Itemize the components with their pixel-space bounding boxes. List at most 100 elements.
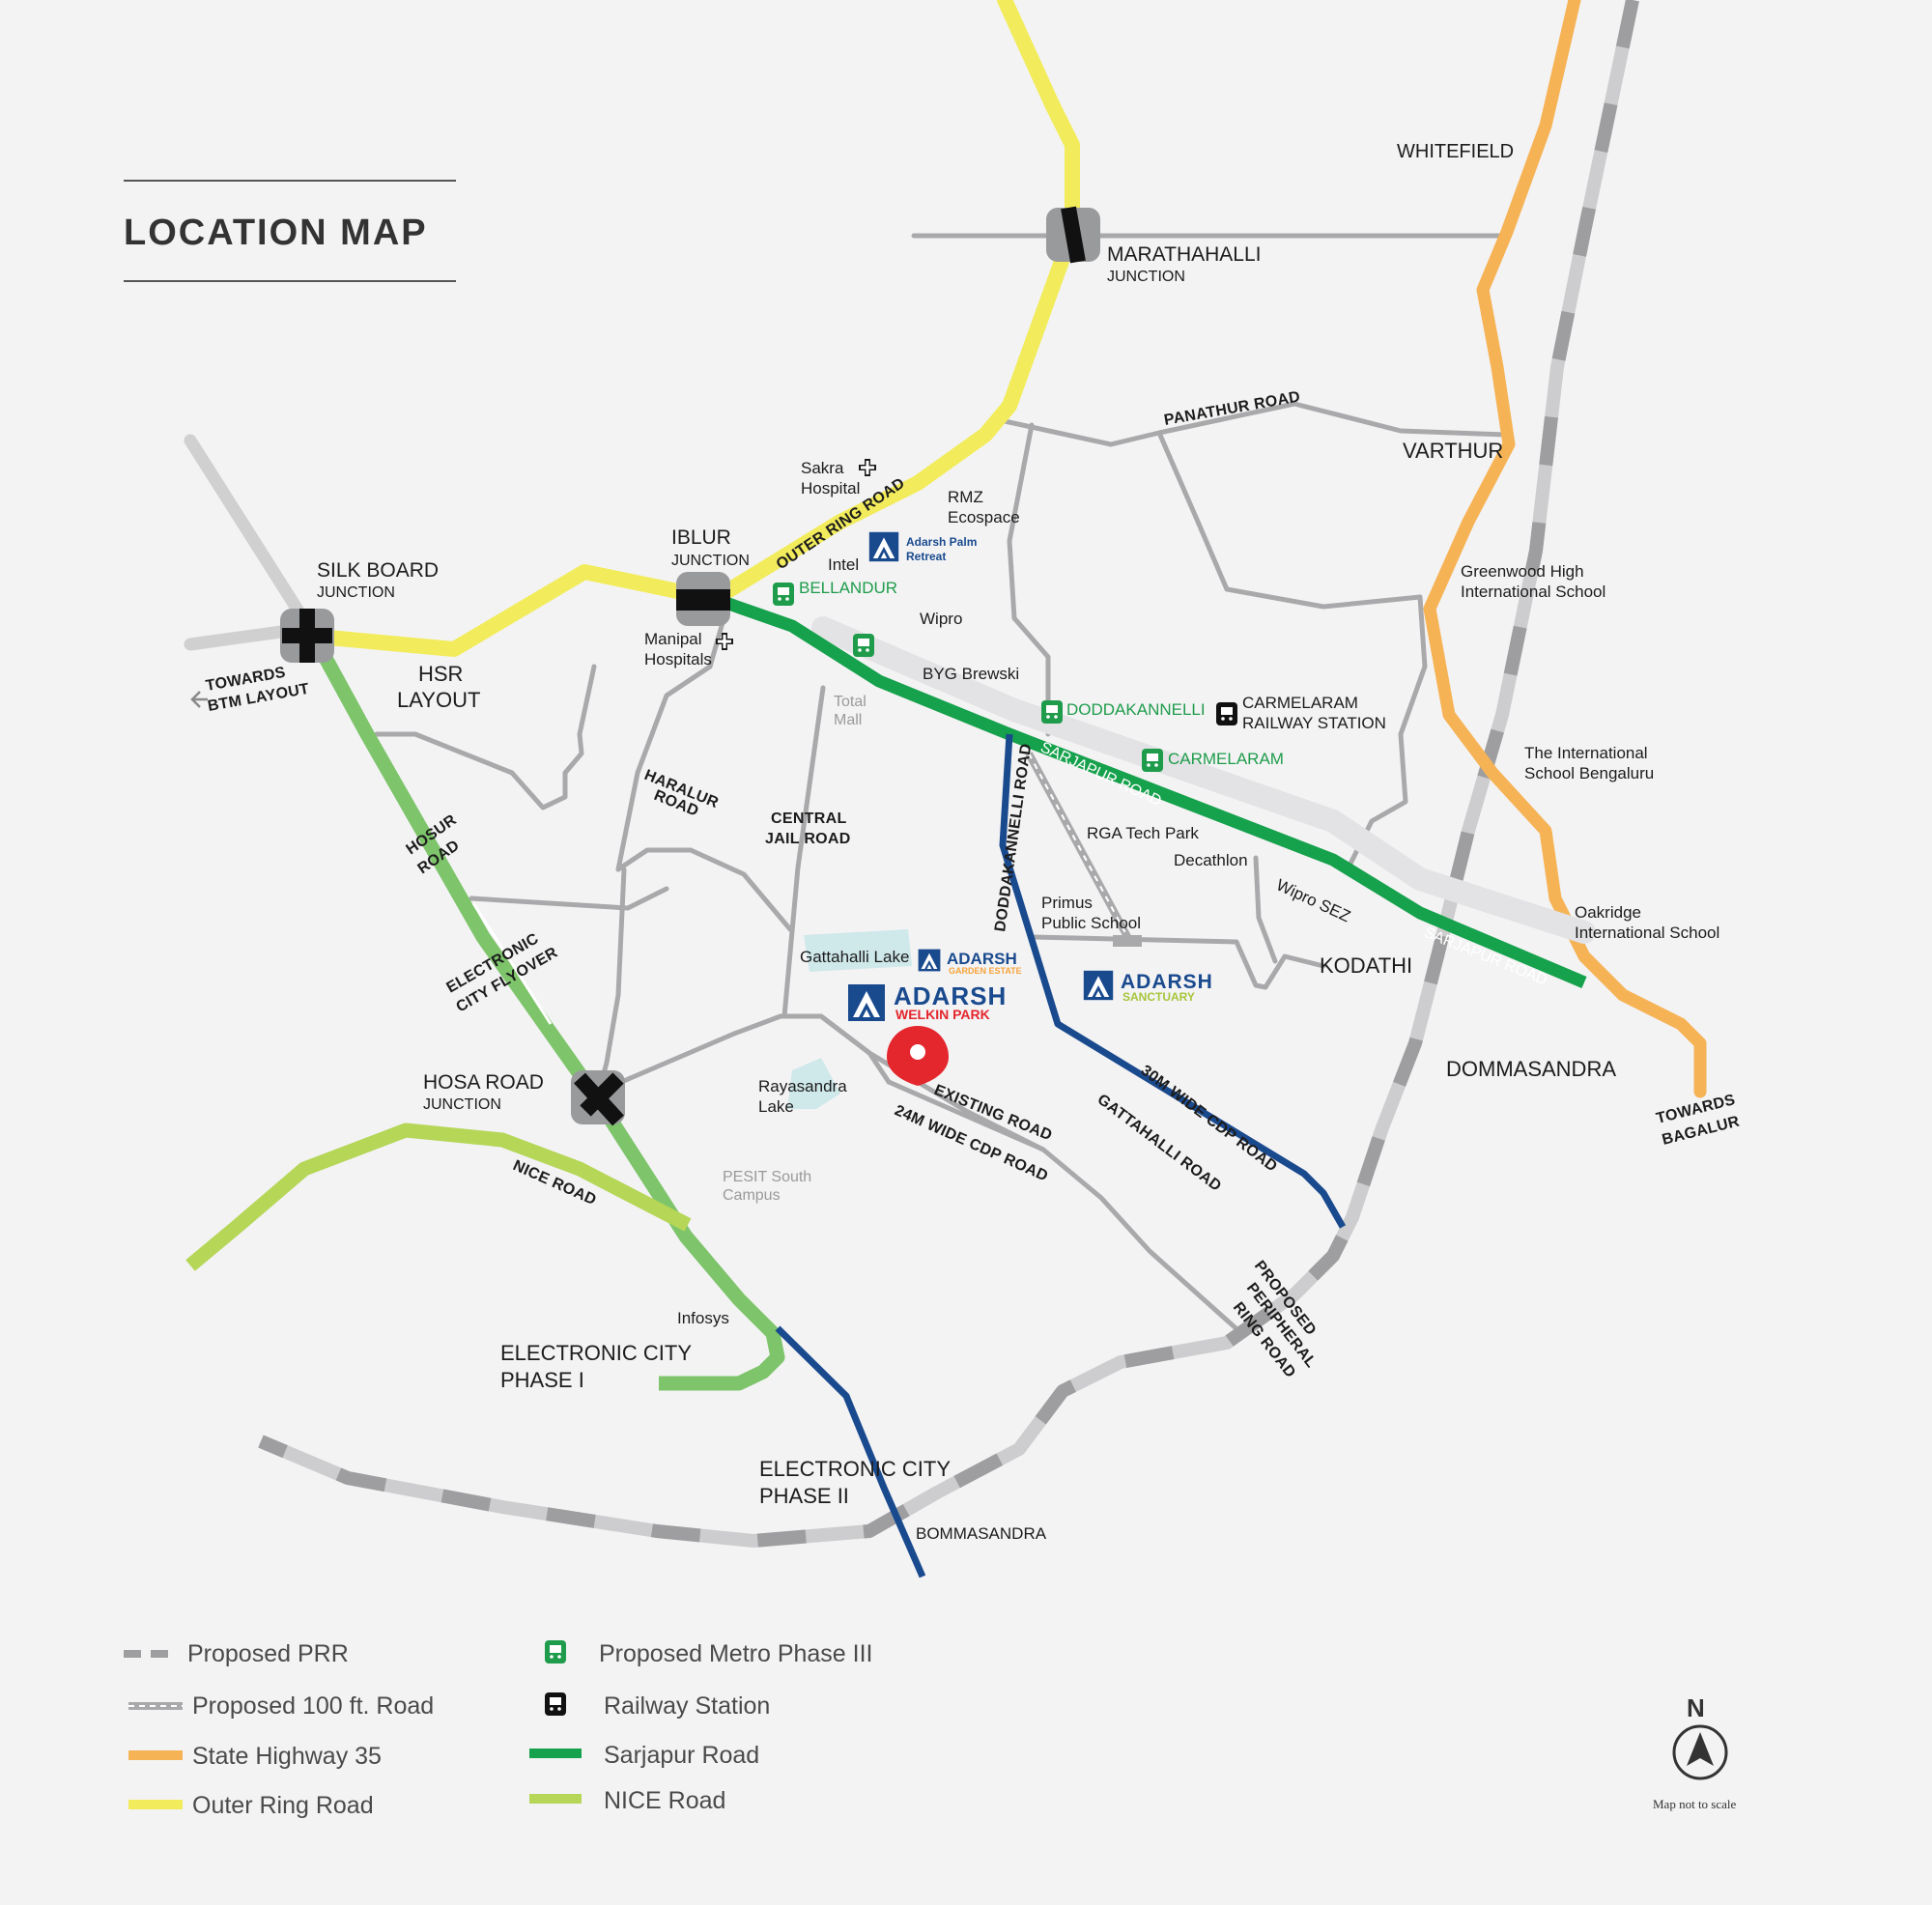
junction-silk-board: SILK BOARD — [317, 559, 439, 582]
landmark-wipro: Wipro — [920, 610, 962, 628]
proposed-prr — [258, 0, 1639, 1548]
adarsh-welkin-park-logo-icon — [848, 984, 885, 1021]
sanctuary-sub: SANCTUARY — [1122, 990, 1195, 1004]
adarsh-garden-estate-logo-icon — [918, 949, 941, 972]
legend-item-prr: Proposed PRR — [124, 1640, 349, 1667]
landmark-wipro-sez: Wipro SEZ — [1273, 875, 1353, 925]
area-ec2-1: ELECTRONIC CITY — [759, 1457, 951, 1481]
landmark-greenwood-2: International School — [1461, 583, 1605, 601]
area-kodathi: KODATHI — [1320, 953, 1412, 978]
hosur-road — [302, 624, 785, 1391]
junction-silk-board-sub: JUNCTION — [317, 584, 395, 601]
carmelaram-metro-icon — [1142, 749, 1163, 772]
ec-flyover — [471, 902, 553, 1025]
legend-label-nice: NICE Road — [604, 1787, 725, 1814]
landmark-manipal-1: Manipal — [644, 630, 702, 648]
location-pin-icon — [887, 1026, 949, 1086]
legend-label-orr: Outer Ring Road — [192, 1792, 374, 1819]
compass-note: Map not to scale — [1653, 1797, 1737, 1811]
metro-bellandur: BELLANDUR — [799, 579, 897, 597]
landmark-intl-school-1: The International — [1524, 744, 1648, 762]
silk-board-junction-marker — [280, 609, 334, 663]
junction-marathahalli-sub: JUNCTION — [1107, 269, 1185, 285]
area-bommasandra: BOMMASANDRA — [916, 1524, 1047, 1543]
landmark-oakridge-2: International School — [1575, 924, 1719, 942]
area-hsr-1: HSR — [418, 662, 463, 686]
legend-label-prr: Proposed PRR — [187, 1640, 349, 1667]
area-dommasandra: DOMMASANDRA — [1446, 1057, 1616, 1081]
legend-label-sh35: State Highway 35 — [192, 1743, 382, 1770]
metro-doddakannelli: DODDAKANNELLI — [1066, 700, 1206, 719]
landmark-total-2: Mall — [834, 712, 862, 728]
iblur-junction-marker — [676, 572, 730, 626]
rayasandra-lake — [787, 1058, 840, 1109]
junction-marathahalli: MARATHAHALLI — [1107, 243, 1261, 266]
legend-railway-icon — [545, 1692, 566, 1716]
metro-carmelaram: CARMELARAM — [1168, 750, 1284, 768]
landmark-pesit-1: PESIT South — [723, 1169, 811, 1185]
gattahalli-lake — [804, 929, 912, 972]
landmark-oakridge-1: Oakridge — [1575, 903, 1641, 922]
sanctuary-brand: ADARSH — [1121, 971, 1213, 993]
road-central-jail-1: CENTRAL — [771, 810, 847, 827]
carmelaram-railway-icon — [1216, 702, 1237, 725]
junction-hosa-road: HOSA ROAD — [423, 1071, 544, 1094]
proposed-100ft-road — [1025, 752, 1142, 947]
legend-item-100ft: Proposed 100 ft. Road — [128, 1692, 434, 1720]
nice-road — [185, 1123, 692, 1271]
legend-label-railway: Railway Station — [604, 1692, 770, 1720]
landmark-rmz-2: Ecospace — [948, 508, 1020, 526]
palm-retreat-2: Retreat — [906, 550, 946, 563]
landmark-intl-school-2: School Bengaluru — [1524, 764, 1654, 782]
landmark-infosys: Infosys — [677, 1309, 729, 1327]
legend-item-nice: NICE Road — [529, 1787, 725, 1814]
adarsh-palm-retreat: Adarsh Palm Retreat — [868, 531, 977, 563]
legend-item-metro: Proposed Metro Phase III — [545, 1640, 872, 1667]
junction-iblur-sub: JUNCTION — [671, 553, 750, 569]
minor-roads — [374, 233, 1510, 1336]
landmark-decathlon: Decathlon — [1174, 851, 1248, 869]
junction-iblur: IBLUR — [671, 526, 731, 549]
compass-ring — [1672, 1724, 1728, 1780]
adarsh-palm-retreat-logo-icon — [868, 531, 899, 562]
legend-metro-icon — [545, 1640, 566, 1663]
adarsh-welkin-park: ADARSH WELKIN PARK — [848, 981, 1006, 1022]
bellandur-metro-icon — [773, 583, 794, 606]
area-ec2-2: PHASE II — [759, 1484, 849, 1508]
garden-estate-sub: GARDEN ESTATE — [949, 966, 1022, 976]
landmark-byg: BYG Brewski — [923, 665, 1019, 683]
palm-retreat-1: Adarsh Palm — [906, 535, 977, 549]
marathahalli-junction-marker — [1046, 206, 1100, 264]
legend-item-railway: Railway Station — [545, 1692, 770, 1720]
garden-estate-brand: ADARSH — [947, 950, 1017, 968]
landmark-gattahalli-lake: Gattahalli Lake — [800, 948, 909, 966]
road-doddakannelli: DODDAKANNELLI ROAD — [992, 743, 1035, 933]
landmark-carmelaram-rs-2: RAILWAY STATION — [1242, 714, 1386, 732]
area-ec1-2: PHASE I — [500, 1368, 584, 1392]
legend-item-sh35: State Highway 35 — [128, 1743, 382, 1770]
north-arrow-icon — [1687, 1732, 1714, 1766]
legend: Proposed PRR Proposed 100 ft. Road State… — [124, 1640, 872, 1819]
area-ec1-1: ELECTRONIC CITY — [500, 1341, 692, 1365]
hosa-road-junction-marker — [571, 1070, 625, 1126]
landmark-sakra-2: Hospital — [801, 479, 860, 498]
compass-letter: N — [1687, 1693, 1705, 1722]
legend-label-100ft: Proposed 100 ft. Road — [192, 1692, 434, 1720]
landmark-pesit-2: Campus — [723, 1187, 781, 1204]
legend-label-metro: Proposed Metro Phase III — [599, 1640, 872, 1667]
area-varthur: VARTHUR — [1403, 439, 1503, 463]
landmark-carmelaram-rs-1: CARMELARAM — [1242, 694, 1358, 712]
landmark-rayasandra-1: Rayasandra — [758, 1077, 847, 1095]
btm-arrow-icon — [190, 691, 208, 708]
landmark-primus-2: Public School — [1041, 914, 1141, 932]
sakra-hospital-icon — [859, 459, 876, 476]
junction-hosa-road-sub: JUNCTION — [423, 1096, 501, 1113]
legend-item-orr: Outer Ring Road — [128, 1792, 374, 1819]
road-central-jail-2: JAIL ROAD — [765, 831, 851, 847]
landmark-rayasandra-2: Lake — [758, 1097, 794, 1116]
sarjapur-road-casing — [811, 616, 1596, 944]
cdp-roads — [775, 733, 1347, 1578]
landmark-intel: Intel — [828, 555, 859, 574]
landmark-sakra-1: Sakra — [801, 459, 844, 477]
